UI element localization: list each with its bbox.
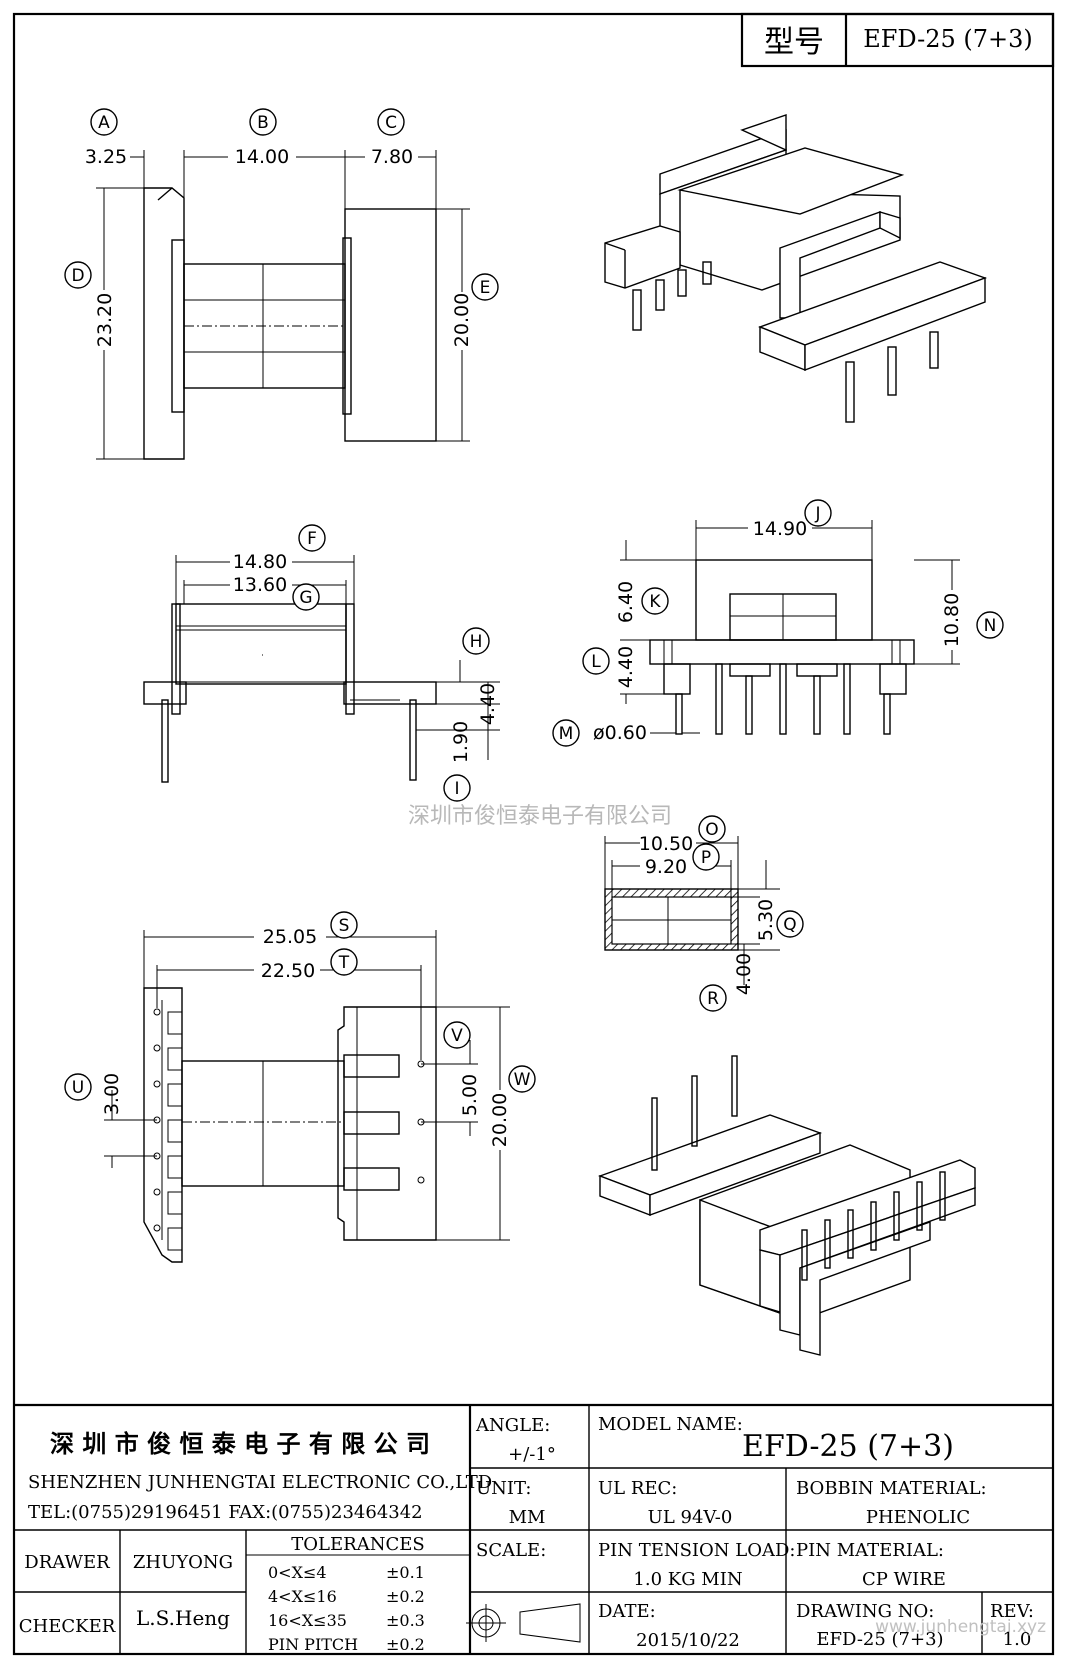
label-w: W [514,1070,531,1090]
dim-h: 4.40 [477,683,499,725]
angle-value: +/-1° [508,1444,556,1465]
tolerance-range-2: 4<X≤16 [268,1587,337,1606]
scale-label: SCALE: [476,1540,546,1561]
model-label: 型号 [764,25,824,60]
tolerance-value-2: ±0.2 [386,1587,425,1606]
model-header: 型号 EFD-25 (7+3) [740,12,1055,68]
dim-p: 9.20 [645,856,687,878]
angle-label: ANGLE: [475,1415,550,1436]
ul-value: UL 94V-0 [648,1507,733,1528]
label-f: F [307,529,317,549]
tolerance-value-4: ±0.2 [386,1635,425,1654]
pin-tension-label: PIN TENSION LOAD: [598,1540,795,1561]
date-label: DATE: [598,1601,656,1622]
dim-t: 22.50 [261,960,315,982]
label-m: M [559,724,574,744]
label-t: T [338,953,350,973]
view-top-bottom-left: 25.05 22.50 3.00 5.00 20.00 S T U V W [64,911,536,1263]
tolerance-value-3: ±0.3 [386,1611,425,1630]
ul-label: UL REC: [598,1478,677,1499]
label-a: A [98,113,110,133]
dim-c: 7.80 [371,146,413,168]
label-d: D [71,266,84,286]
tolerance-range-3: 16<X≤35 [268,1611,347,1630]
view-front-middle-right: 14.90 6.40 4.40 10.80 ø0.60 J K L M N [552,499,1004,747]
label-g: G [299,588,312,608]
sheet-border [12,12,1055,1656]
projection-symbol-icon [466,1603,581,1643]
model-name-label: MODEL NAME: [598,1414,743,1435]
rev-label: REV: [990,1601,1034,1622]
bobbin-material-value: PHENOLIC [866,1507,970,1528]
dim-r: 4.00 [733,953,755,995]
dim-o: 10.50 [639,833,693,855]
date-value: 2015/10/22 [636,1630,740,1651]
pin-material-label: PIN MATERIAL: [796,1540,944,1561]
label-q: Q [783,915,796,935]
dim-j: 14.90 [753,518,807,540]
drawing-no-label: DRAWING NO: [796,1601,934,1622]
tolerance-range-1: 0<X≤4 [268,1563,327,1582]
label-n: N [984,616,997,636]
label-e: E [480,278,491,298]
label-c: C [385,113,397,133]
model-name-value: EFD-25 (7+3) [742,1429,954,1464]
tolerance-range-4: PIN PITCH [268,1635,358,1654]
unit-value: MM [509,1507,546,1528]
dim-d: 23.20 [94,293,116,347]
dim-e: 20.00 [451,293,473,347]
dim-k: 6.40 [615,581,637,623]
dim-w: 20.00 [489,1093,511,1147]
tolerance-value-1: ±0.1 [386,1563,425,1582]
view-iso-bottom [597,1055,976,1356]
company-name-en: SHENZHEN JUNHENGTAI ELECTRONIC CO.,LTD [28,1472,492,1493]
drawer-label: DRAWER [24,1552,110,1573]
label-v: V [451,1026,463,1046]
dim-b: 14.00 [235,146,289,168]
label-r: R [707,989,719,1009]
view-side-middle-left: 14.80 13.60 4.40 1.90 F G H I [143,524,500,802]
company-contact: TEL:(0755)29196451 FAX:(0755)23464342 [28,1502,423,1523]
checker-label: CHECKER [19,1616,116,1637]
model-value: EFD-25 (7+3) [863,25,1033,53]
pin-material-value: CP WIRE [862,1569,946,1590]
dim-i: 1.90 [450,721,472,763]
label-s: S [339,916,350,936]
dim-v: 5.00 [459,1074,481,1116]
dim-u: 3.00 [101,1073,123,1115]
dim-q: 5.30 [755,899,777,941]
dim-l: 4.40 [615,646,637,688]
label-h: H [470,632,483,652]
bobbin-material-label: BOBBIN MATERIAL: [796,1478,987,1499]
view-iso-top [604,114,988,423]
label-j: J [814,504,820,524]
dim-s: 25.05 [263,926,317,948]
checker-value: L.S.Heng [136,1606,230,1630]
label-k: K [649,592,661,612]
label-i: I [454,779,459,799]
dim-a: 3.25 [85,146,127,168]
label-o: O [705,820,718,840]
watermark: 深圳市俊恒泰电子有限公司 [408,804,672,829]
title-block: 深 圳 市 俊 恒 泰 电 子 有 限 公 司 SHENZHEN JUNHENG… [14,1403,1053,1654]
label-u: U [72,1078,84,1098]
dim-m: ø0.60 [593,722,647,744]
dim-g: 13.60 [233,574,287,596]
tolerances-label: TOLERANCES [291,1534,424,1555]
label-b: B [257,113,269,133]
pin-tension-value: 1.0 KG MIN [633,1569,742,1590]
unit-label: UNIT: [476,1478,531,1499]
drawer-value: ZHUYONG [133,1552,233,1573]
view-side-top-left: 3.25 14.00 7.80 23.20 20.00 A B C D E [64,108,499,460]
label-p: P [701,848,711,868]
drawing-no-value: EFD-25 (7+3) [816,1629,943,1650]
view-section-center: 10.50 9.20 5.30 4.00 O P Q R [604,815,804,1012]
company-name-cn: 深 圳 市 俊 恒 泰 电 子 有 限 公 司 [50,1429,430,1458]
dim-n: 10.80 [941,593,963,647]
dim-f: 14.80 [233,551,287,573]
rev-value: 1.0 [1003,1629,1032,1650]
watermark-url: www.junhengtai.xyz [875,1617,1046,1637]
label-l: L [591,652,601,672]
